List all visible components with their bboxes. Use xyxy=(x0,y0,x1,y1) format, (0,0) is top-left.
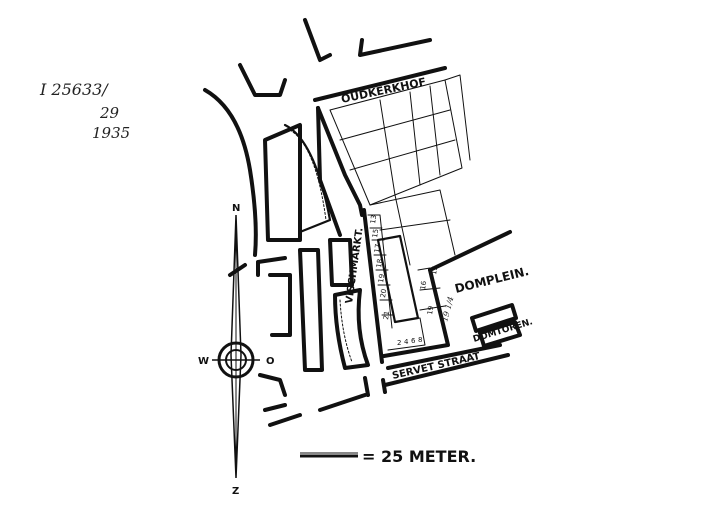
lot-number: 19 xyxy=(426,305,435,315)
lot-number: 4 xyxy=(404,338,409,346)
streets-outline xyxy=(203,18,522,427)
lot-number: 13 xyxy=(369,214,378,224)
compass-east: O xyxy=(266,356,275,367)
scale-bar: = 25 METER. xyxy=(300,447,476,466)
archive-note-line3: 1935 xyxy=(92,124,130,142)
lot-number: 6 xyxy=(411,337,416,345)
lot-number: 2 xyxy=(397,339,401,347)
archive-note-line1: I 25633/ xyxy=(39,80,109,99)
compass-rose: N W O Z xyxy=(198,203,275,497)
archive-note-line2: 29 xyxy=(99,104,120,122)
lot-number: 19 xyxy=(377,273,386,283)
lot-number: 21 xyxy=(382,310,391,320)
lot-number: 18 xyxy=(375,258,384,268)
lot-numbers: 13 15 17 18 19 20 21 16 15 19 2 4 6 8 xyxy=(369,214,439,347)
lot-number: 15 xyxy=(430,265,439,275)
lot-number: 16 xyxy=(419,280,428,290)
compass-north: N xyxy=(232,203,240,214)
lot-number: 17 xyxy=(373,243,382,253)
compass-south: Z xyxy=(232,486,239,497)
scale-label: = 25 METER. xyxy=(362,447,476,466)
pencil-note: 19 1/4 xyxy=(440,295,455,322)
compass-west: W xyxy=(198,356,209,367)
lot-number: 20 xyxy=(379,288,388,298)
street-label-oudkerkhof: OUDKERKHOF xyxy=(340,75,427,106)
street-label-domplein: DOMPLEIN. xyxy=(453,264,530,296)
lot-number: 15 xyxy=(371,228,380,238)
lot-number: 8 xyxy=(418,336,422,344)
